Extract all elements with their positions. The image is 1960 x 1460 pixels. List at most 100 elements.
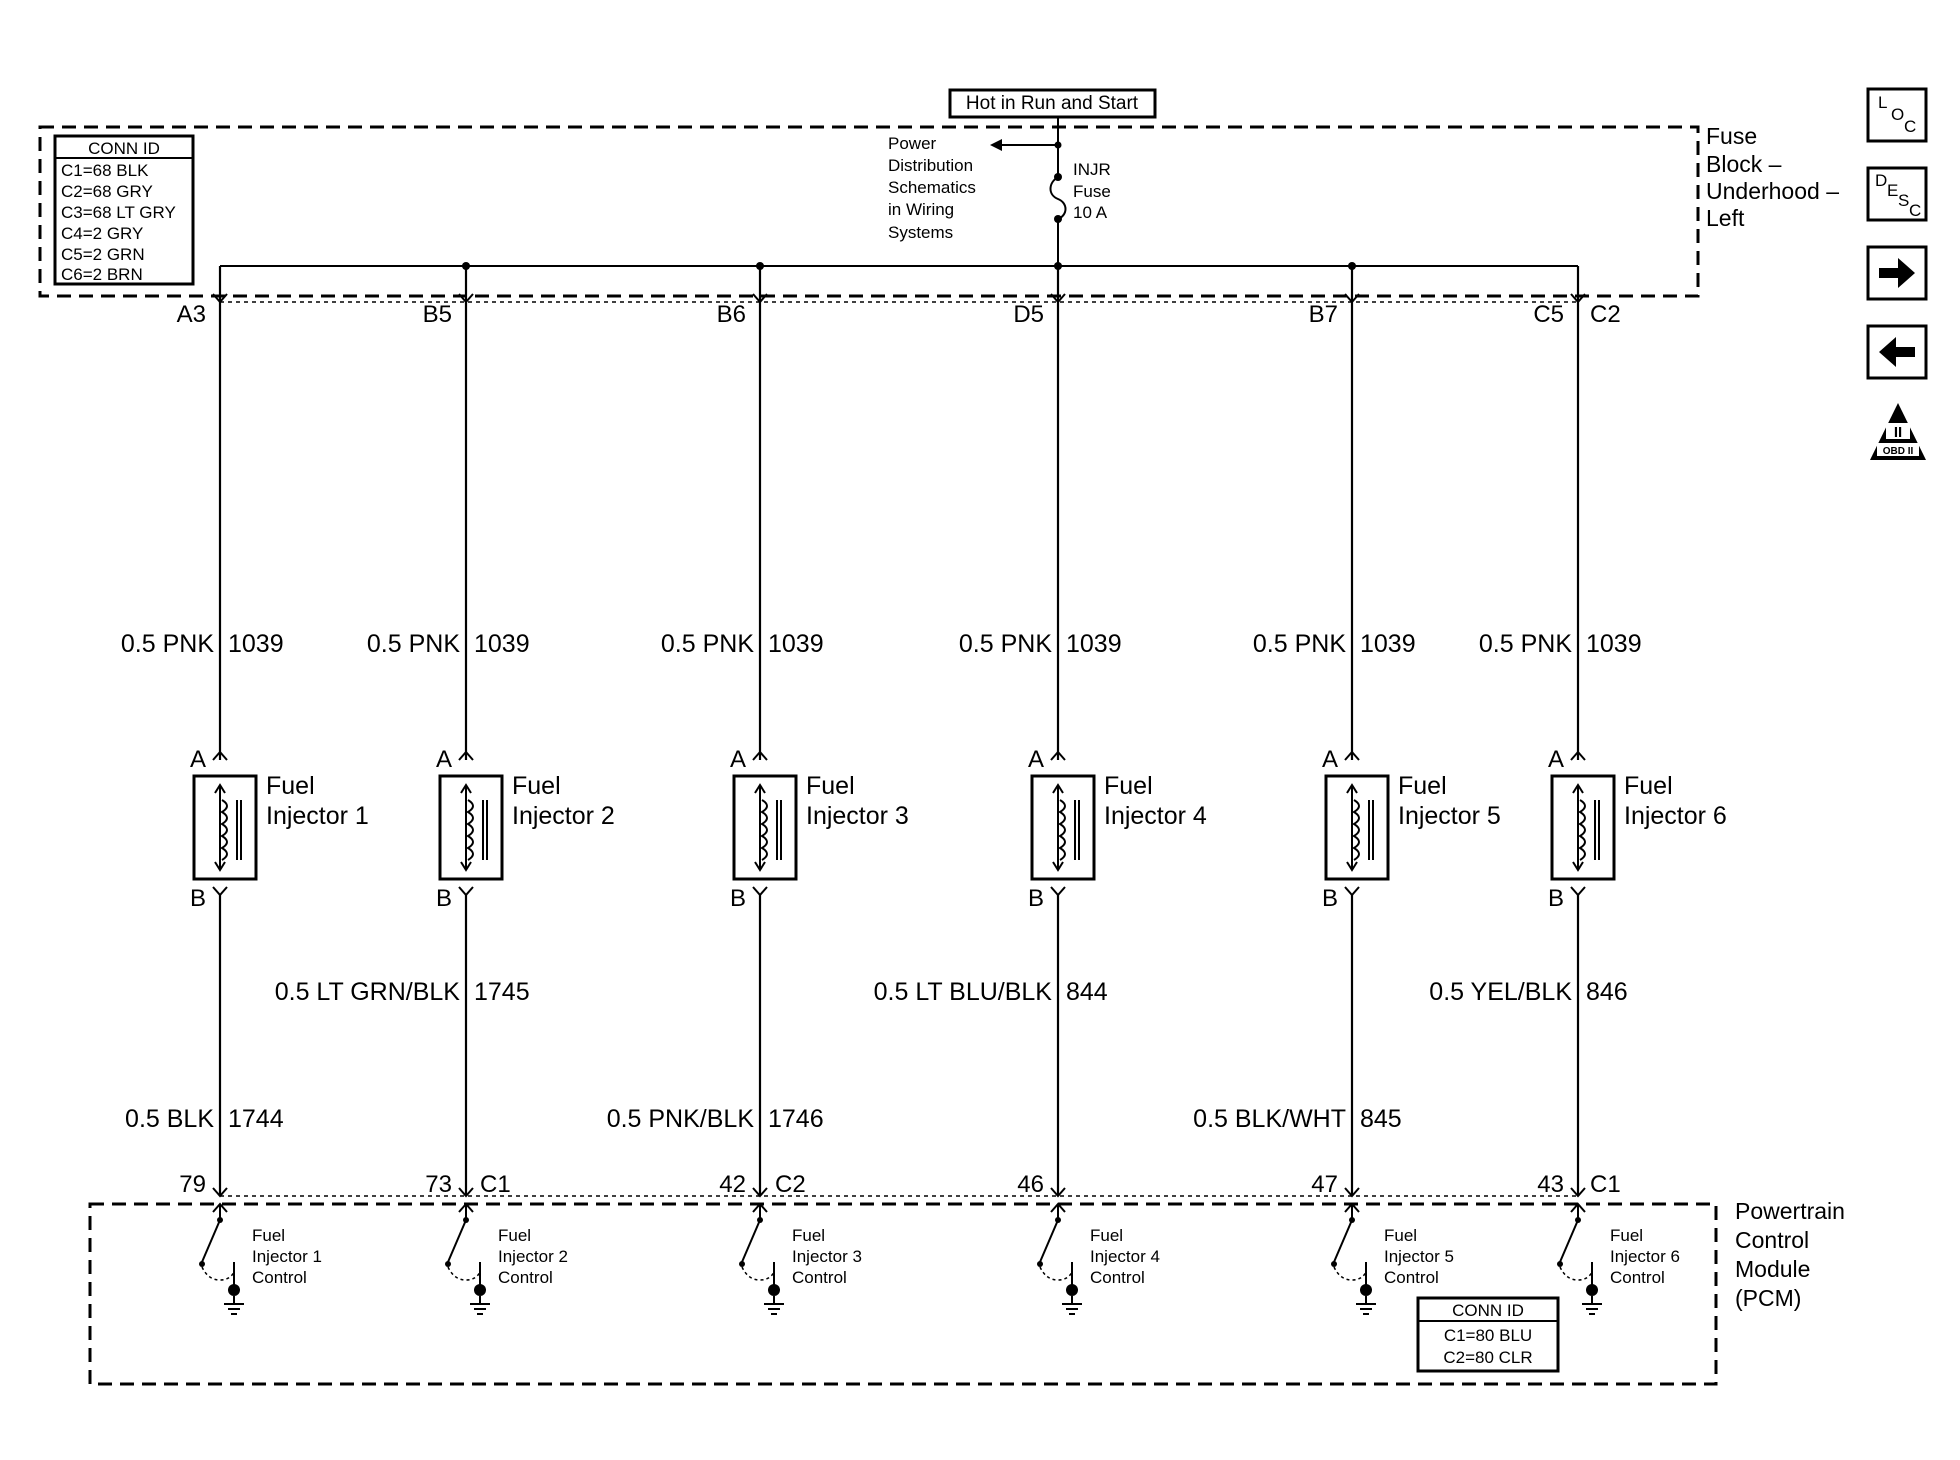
control-wire-color: 0.5 PNK/BLK [607, 1105, 755, 1133]
pcm-driver-label-line: Fuel [792, 1226, 825, 1245]
injector-pin-a: A [1548, 746, 1564, 773]
svg-text:D: D [1875, 171, 1887, 190]
pcm-driver-switch [1331, 1202, 1376, 1315]
control-wire-color: 0.5 YEL/BLK [1429, 978, 1572, 1006]
conn-id-row: C2=68 GRY [61, 182, 153, 201]
supply-wire-color: 0.5 PNK [367, 630, 460, 658]
injector-pin-b: B [436, 885, 452, 912]
injector-coil-icon [460, 783, 488, 872]
pcm-name-line: Module [1735, 1256, 1810, 1282]
injector-coil-icon [1346, 783, 1374, 872]
fuse-block-name-line: Underhood – [1706, 178, 1839, 204]
pcm-name: Powertrain Control Module (PCM) [1735, 1198, 1845, 1311]
pcm-connector-c1: C1 [1590, 1171, 1621, 1198]
pcm-driver-switch [199, 1202, 244, 1315]
svg-text:O: O [1891, 105, 1904, 124]
pcm-driver-label-line: Fuel [498, 1226, 531, 1245]
control-wire-circuit: 845 [1360, 1105, 1402, 1133]
svg-text:C: C [1904, 117, 1916, 136]
pcm-connector-c2: C2 [775, 1171, 806, 1198]
previous-page-button[interactable] [1866, 324, 1928, 380]
ground-icon [1062, 1296, 1082, 1315]
fuse-block-name-line: Fuse [1706, 123, 1757, 149]
power-distribution-reference[interactable]: Power Distribution Schematics in Wiring … [888, 134, 1058, 242]
conn-id-row: C1=80 BLU [1444, 1326, 1532, 1345]
injector-pin-a: A [1322, 746, 1338, 773]
loc-button[interactable]: L O C [1866, 87, 1928, 143]
pcm-driver-label-line: Control [1090, 1268, 1145, 1287]
pcm-driver-label-line: Injector 5 [1384, 1247, 1454, 1266]
control-wire-circuit: 1745 [474, 978, 530, 1006]
injector-pin-b: B [730, 885, 746, 912]
pcm-driver-label-line: Injector 1 [252, 1247, 322, 1266]
pcm-driver-label-line: Fuel [1610, 1226, 1643, 1245]
pcm-driver-label-line: Injector 6 [1610, 1247, 1680, 1266]
fuse-icon [1049, 176, 1067, 220]
pcm-name-line: (PCM) [1735, 1285, 1801, 1311]
ground-icon [1582, 1296, 1602, 1315]
pcm-pin-label: 43 [1537, 1171, 1564, 1198]
pcm-driver-label-line: Fuel [1384, 1226, 1417, 1245]
pcm-name-line: Control [1735, 1227, 1809, 1253]
control-wire-circuit: 846 [1586, 978, 1628, 1006]
injector-pin-b: B [1548, 885, 1564, 912]
injector-name-line: Injector 2 [512, 802, 615, 830]
fuel-injector [438, 774, 504, 881]
control-wire-color: 0.5 LT BLU/BLK [874, 978, 1053, 1006]
supply-wire-circuit: 1039 [1360, 630, 1416, 658]
pcm-driver-label-line: Fuel [252, 1226, 285, 1245]
pcm-driver-switch [1557, 1202, 1602, 1315]
pcm-pin-label: 73 [425, 1171, 452, 1198]
fuel-injector [1550, 774, 1616, 881]
control-wire-circuit: 1746 [768, 1105, 824, 1133]
pcm-conn-id-table: CONN ID C1=80 BLU C2=80 CLR [1416, 1296, 1560, 1373]
ground-icon [224, 1296, 244, 1315]
supply-wire-circuit: 1039 [474, 630, 530, 658]
desc-button[interactable]: D E S C [1866, 166, 1928, 222]
injector-coil-icon [214, 783, 242, 872]
injector-coil-icon [754, 783, 782, 872]
power-note-line: Power [888, 134, 937, 153]
fuse-pin-label: B7 [1309, 301, 1338, 328]
next-page-button[interactable] [1866, 245, 1928, 301]
svg-text:E: E [1887, 181, 1898, 200]
fuse-pin-label: A3 [177, 301, 206, 328]
injector-pin-a: A [1028, 746, 1044, 773]
conn-id-row: C5=2 GRN [61, 245, 145, 264]
control-wire-circuit: 844 [1066, 978, 1108, 1006]
injector-name-line: Injector 4 [1104, 802, 1207, 830]
pcm-pin-label: 42 [719, 1171, 746, 1198]
arrow-left-icon [990, 139, 1002, 151]
injector-name-line: Fuel [806, 772, 855, 800]
pcm-connector-c1: C1 [480, 1171, 511, 1198]
pcm-driver-switch [445, 1202, 490, 1315]
conn-id-row: C6=2 BRN [61, 265, 143, 284]
ground-icon [470, 1296, 490, 1315]
fuse-block-conn-id-table: CONN ID C1=68 BLK C2=68 GRY C3=68 LT GRY… [53, 134, 195, 286]
obd-ii-button[interactable]: II OBD II [1870, 403, 1926, 460]
injector-name-line: Fuel [266, 772, 315, 800]
conn-id-row: C4=2 GRY [61, 224, 143, 243]
fuse-block-name-line: Block – [1706, 151, 1782, 177]
desc-icon: D E S C [1875, 171, 1921, 220]
pcm-name-line: Powertrain [1735, 1198, 1845, 1224]
pcm-pin-label: 47 [1311, 1171, 1338, 1198]
fuse-pin-label: C5 [1533, 301, 1564, 328]
pcm-driver-label-line: Control [498, 1268, 553, 1287]
injector-pin-b: B [1028, 885, 1044, 912]
injector-coil-icon [1572, 783, 1600, 872]
supply-wire-color: 0.5 PNK [121, 630, 214, 658]
svg-text:OBD II: OBD II [1883, 446, 1914, 457]
supply-wire-circuit: 1039 [228, 630, 284, 658]
ground-icon [764, 1296, 784, 1315]
fuse-pin-label: B5 [423, 301, 452, 328]
pcm-driver-label-line: Injector 3 [792, 1247, 862, 1266]
fuse-connector-c2: C2 [1590, 301, 1621, 328]
